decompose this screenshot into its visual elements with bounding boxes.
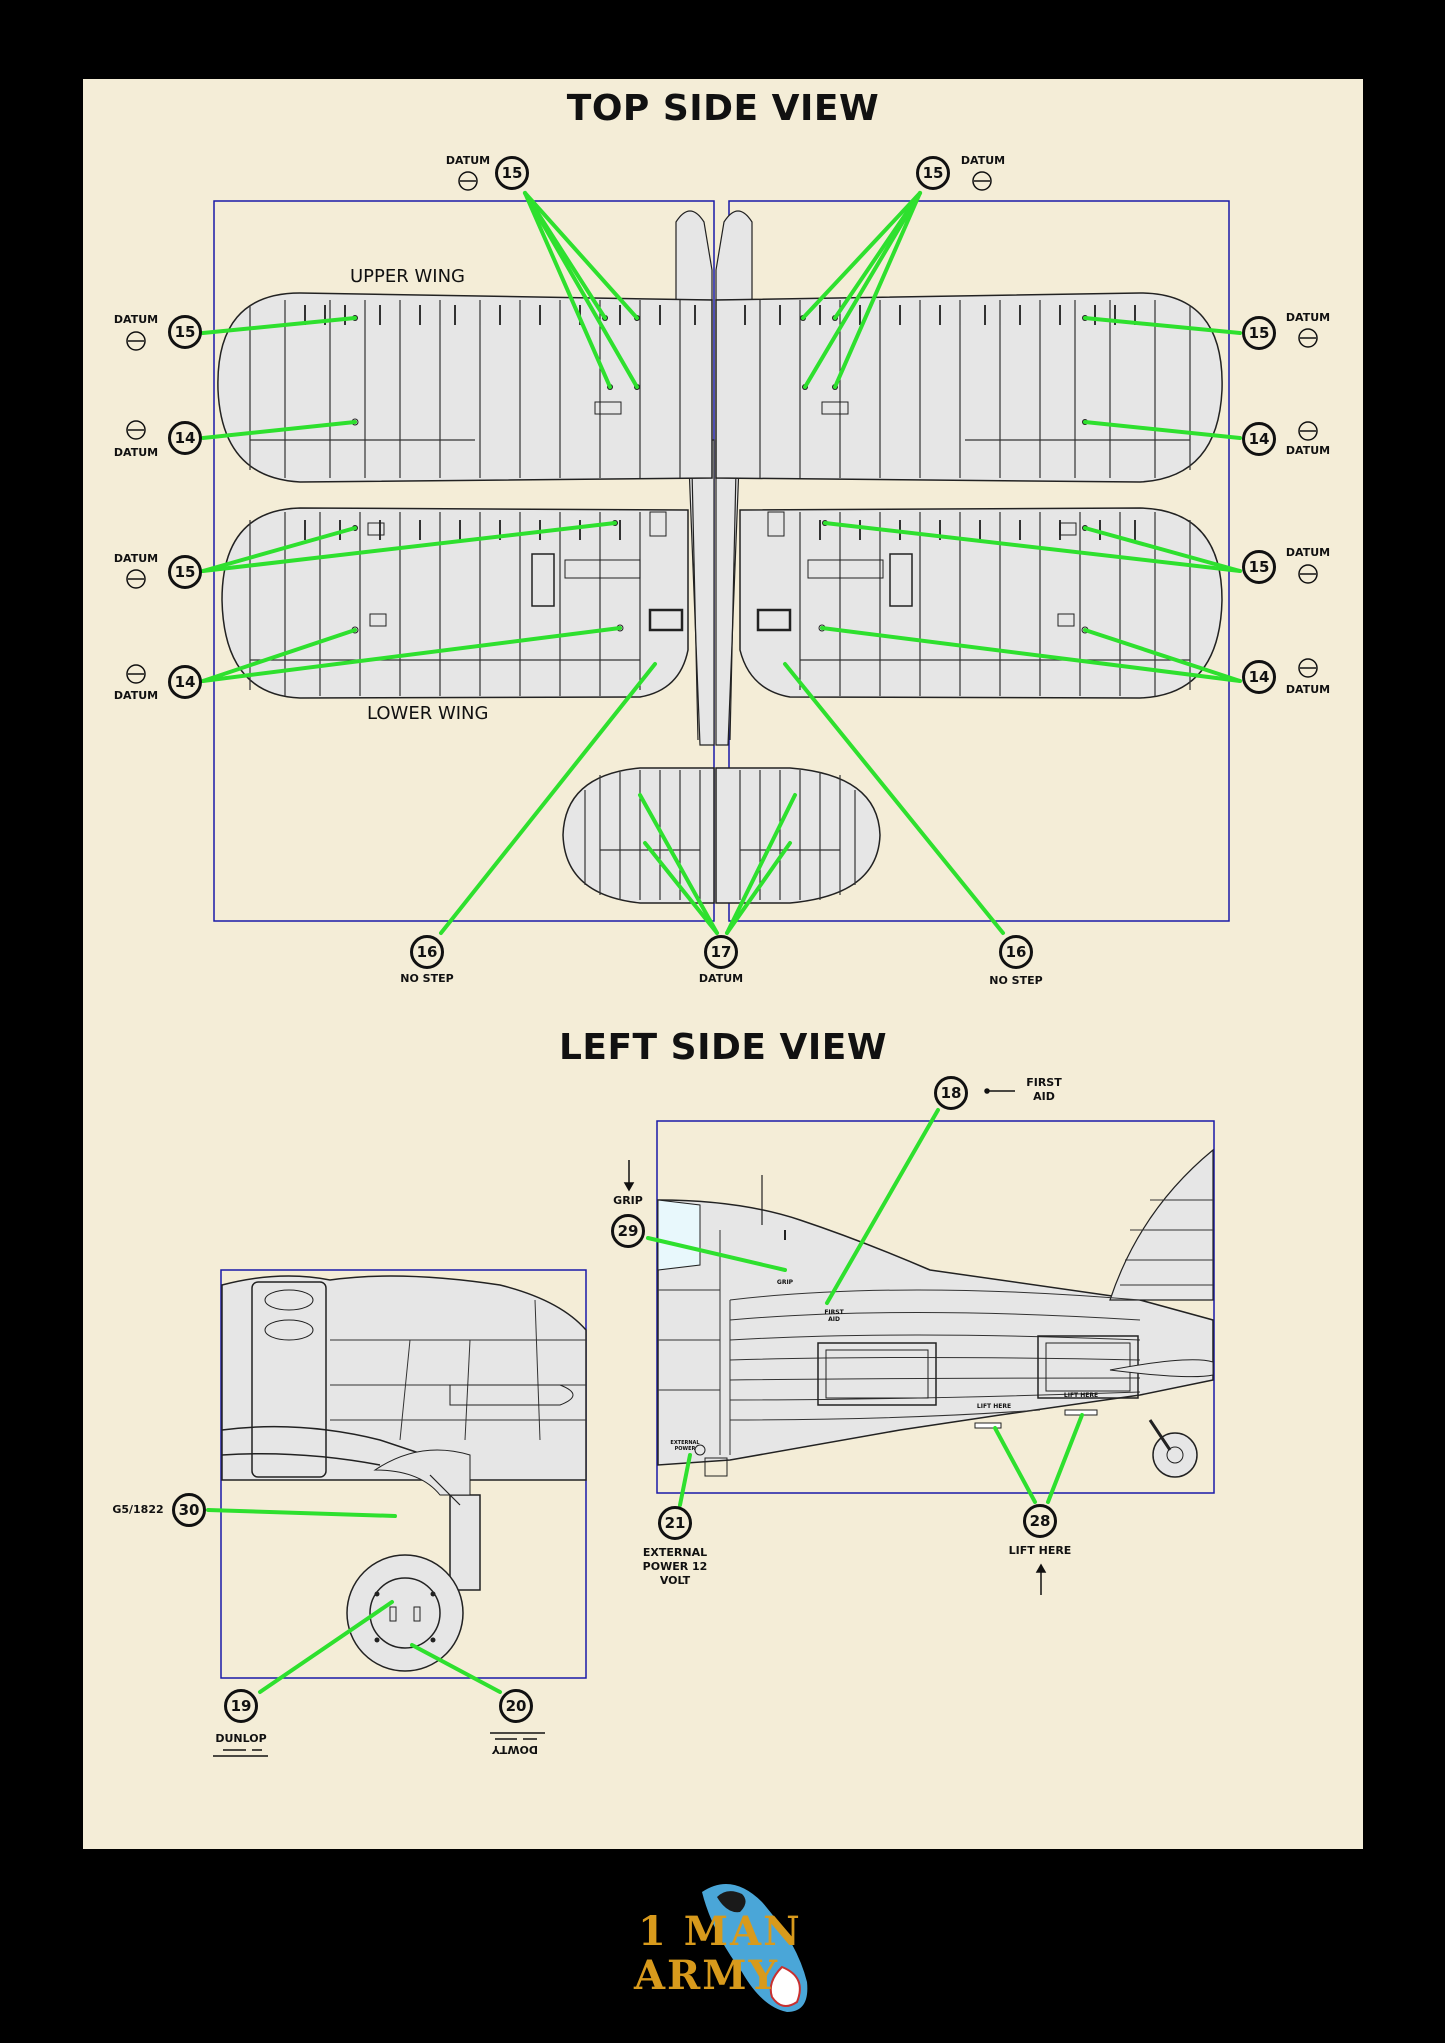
callout-14-left-lower: 14 bbox=[168, 665, 202, 699]
logo-line1: 1 MAN bbox=[638, 1908, 802, 1955]
callout-14-left-lower-label: DATUM bbox=[113, 689, 159, 702]
tailplane bbox=[562, 767, 881, 904]
callout-30-label: G5/1822 bbox=[112, 1503, 164, 1516]
callout-18-label: FIRST AID bbox=[1026, 1076, 1062, 1103]
callout-30: 30 bbox=[172, 1493, 206, 1527]
callout-15-right-upper-label: DATUM bbox=[1285, 311, 1331, 324]
top-view-title: TOP SIDE VIEW bbox=[566, 88, 880, 129]
one-man-army-logo: 1 MAN ARMY bbox=[632, 1872, 817, 2022]
callout-14-left-upper-label: DATUM bbox=[113, 446, 159, 459]
fuselage-grip-mark: GRIP bbox=[776, 1279, 794, 1286]
upper-wing-right bbox=[715, 292, 1223, 483]
leader-lines bbox=[201, 191, 1242, 1694]
callout-15-right-upper: 15 bbox=[1242, 316, 1276, 350]
callout-15-left-upper: 15 bbox=[168, 315, 202, 349]
callout-20-label: DOWTY bbox=[491, 1743, 539, 1756]
callout-15-left-lower-label: DATUM bbox=[113, 552, 159, 565]
callout-15-left-lower: 15 bbox=[168, 555, 202, 589]
callout-15-top-left-label: DATUM bbox=[445, 154, 491, 167]
callout-15-top-right-label: DATUM bbox=[960, 154, 1006, 167]
callout-19: 19 bbox=[224, 1689, 258, 1723]
fuselage-first-aid-mark: FIRST AID bbox=[824, 1309, 844, 1323]
callout-28-label: LIFT HERE bbox=[1008, 1544, 1072, 1557]
logo-graphic bbox=[702, 1884, 808, 2012]
callout-15-left-upper-label: DATUM bbox=[113, 313, 159, 326]
callout-15-right-lower-label: DATUM bbox=[1285, 546, 1331, 559]
callout-29-label: GRIP bbox=[613, 1194, 643, 1207]
callout-19-label: DUNLOP bbox=[215, 1732, 267, 1745]
callout-14-right-upper-label: DATUM bbox=[1285, 444, 1331, 457]
undercarriage-detail bbox=[221, 1275, 587, 1672]
callout-16-left-label: NO STEP bbox=[400, 972, 454, 985]
callout-28: 28 bbox=[1023, 1504, 1057, 1538]
callout-29: 29 bbox=[611, 1214, 645, 1248]
left-view-title: LEFT SIDE VIEW bbox=[558, 1027, 888, 1068]
callout-16-right: 16 bbox=[999, 935, 1033, 969]
callout-15-top-left: 15 bbox=[495, 156, 529, 190]
callout-18: 18 bbox=[934, 1076, 968, 1110]
fuselage-lift-here-mark-1: LIFT HERE bbox=[976, 1403, 1012, 1410]
callout-16-left: 16 bbox=[410, 935, 444, 969]
side-view-fuselage-frame bbox=[656, 1120, 1215, 1494]
callout-14-right-lower-label: DATUM bbox=[1285, 683, 1331, 696]
callout-17: 17 bbox=[704, 935, 738, 969]
datum-icons bbox=[126, 171, 1318, 684]
fuselage-side bbox=[657, 1148, 1214, 1478]
callout-15-right-lower: 15 bbox=[1242, 550, 1276, 584]
logo-line2: ARMY bbox=[634, 1952, 780, 1999]
callout-21-label: EXTERNAL POWER 12 VOLT bbox=[642, 1546, 708, 1587]
callout-20: 20 bbox=[499, 1689, 533, 1723]
callout-14-right-lower: 14 bbox=[1242, 660, 1276, 694]
callout-15-top-right: 15 bbox=[916, 156, 950, 190]
lower-wing-label: LOWER WING bbox=[367, 703, 489, 724]
callout-16-right-label: NO STEP bbox=[989, 974, 1043, 987]
fuselage-external-power-mark: EXTERNAL POWER bbox=[670, 1440, 700, 1452]
upper-wing-label: UPPER WING bbox=[350, 266, 466, 287]
fuselage-lift-here-mark-2: LIFT HERE bbox=[1063, 1392, 1099, 1399]
callout-17-label: DATUM bbox=[698, 972, 744, 985]
callout-14-right-upper: 14 bbox=[1242, 422, 1276, 456]
symbol-marks bbox=[213, 1088, 1047, 1757]
callout-21: 21 bbox=[658, 1506, 692, 1540]
callout-14-left-upper: 14 bbox=[168, 421, 202, 455]
